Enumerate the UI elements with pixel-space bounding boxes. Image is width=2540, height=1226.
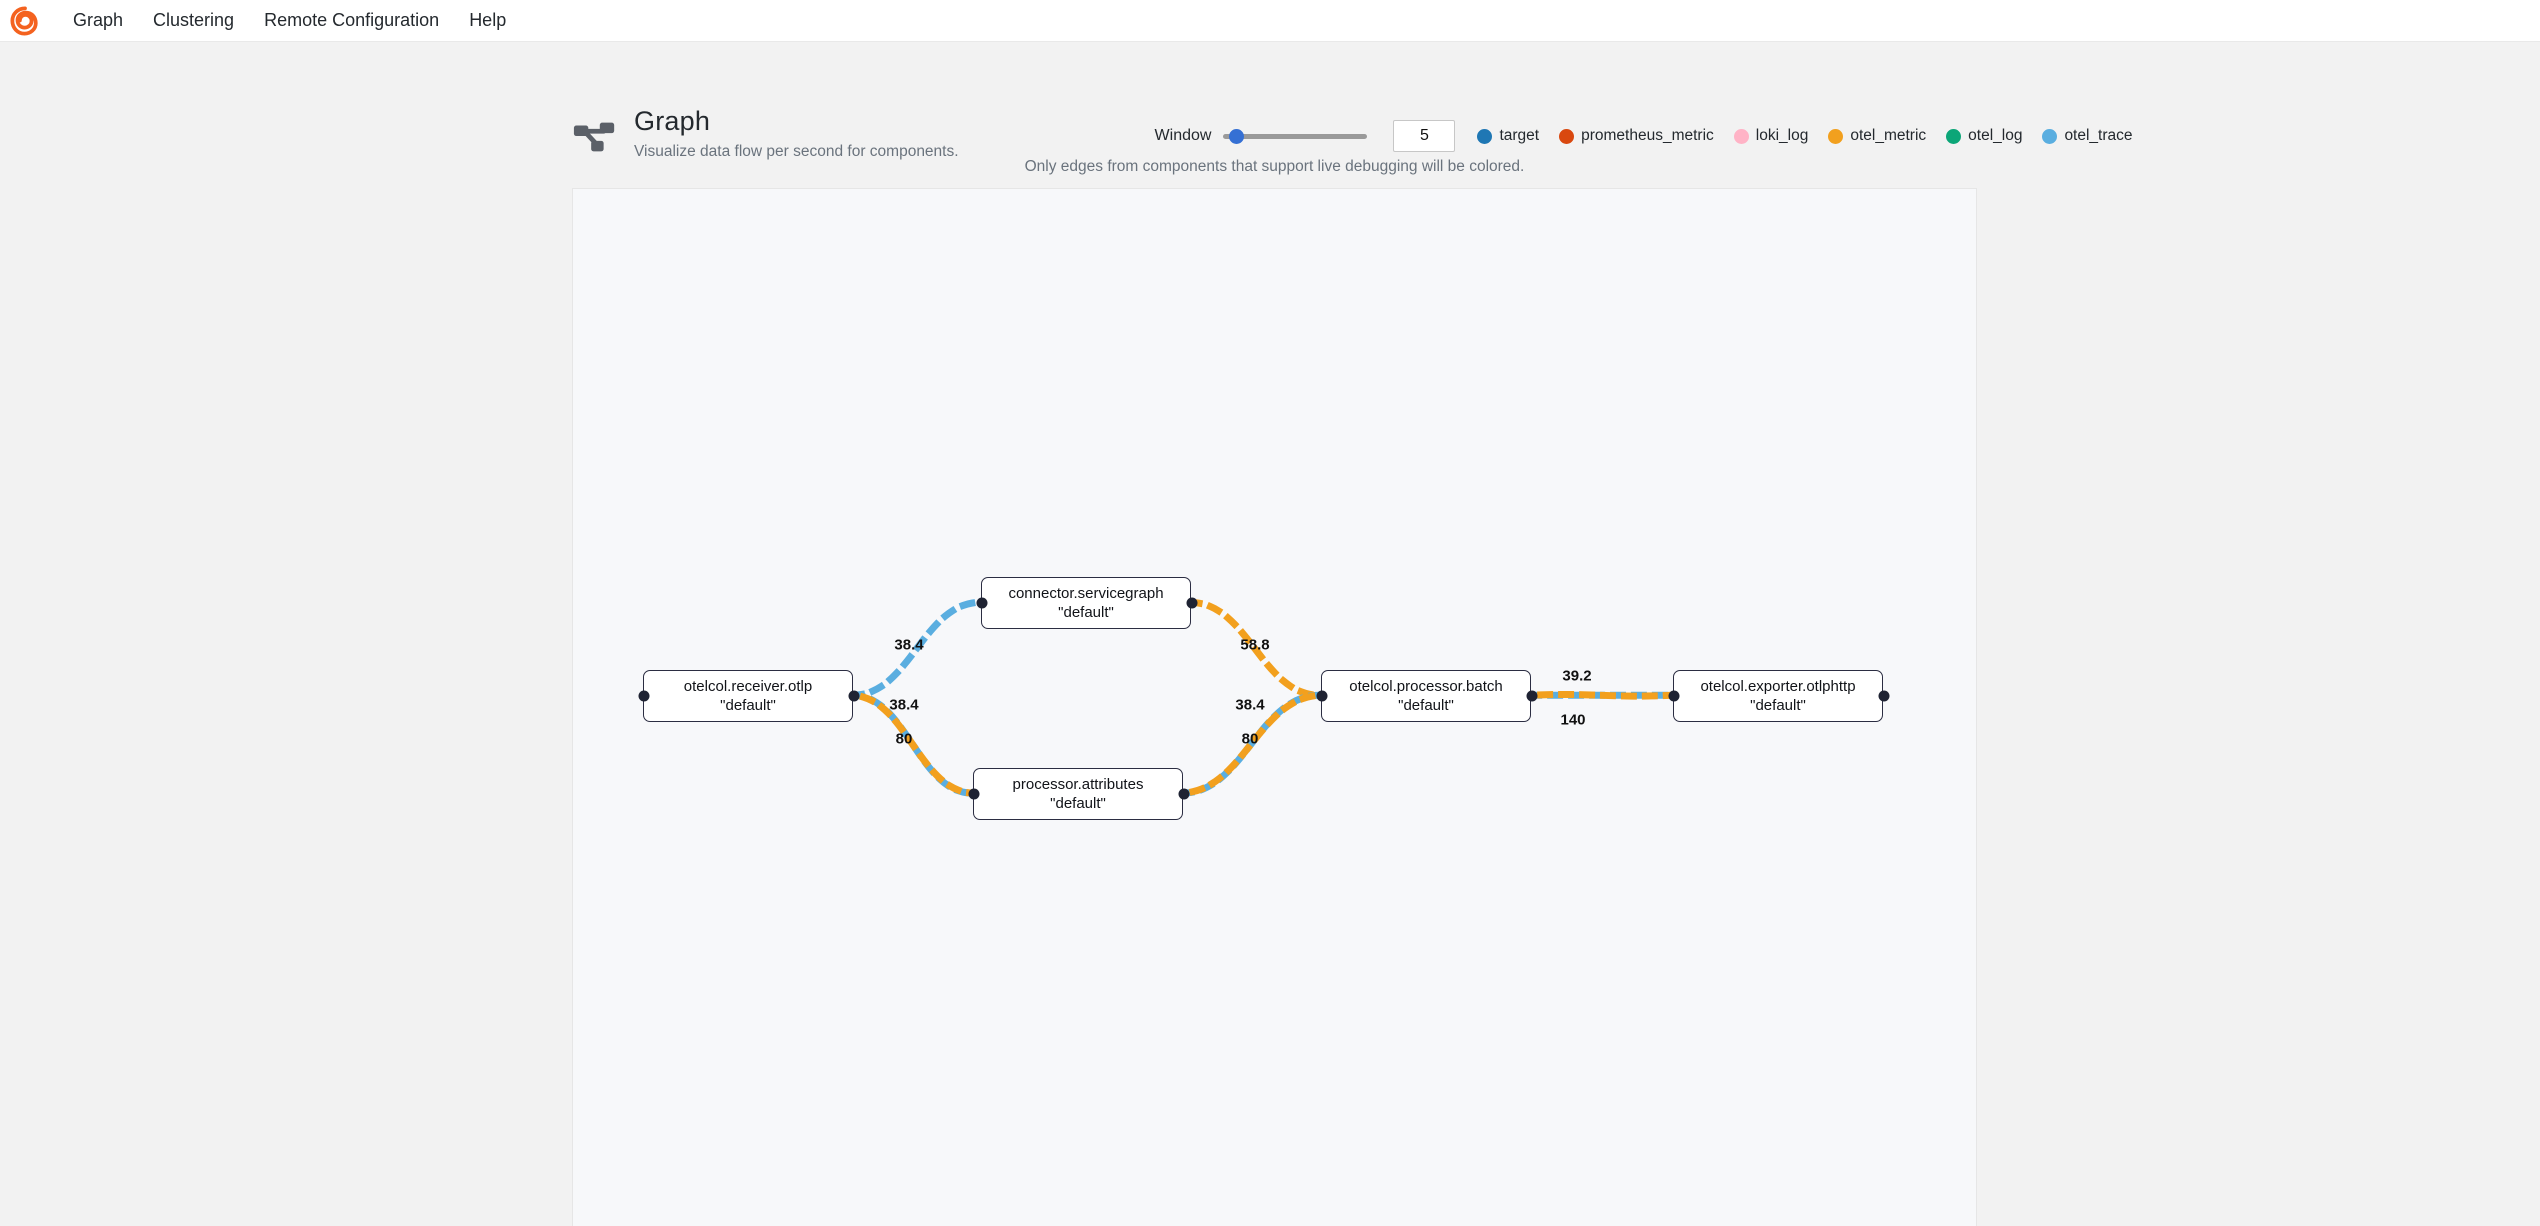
page-title: Graph (634, 106, 711, 136)
flow-node-label: "default" (720, 697, 776, 714)
node-handle-left[interactable] (1668, 690, 1680, 702)
legend-label-otel-log: otel_log (1968, 127, 2023, 144)
legend-item-otel-log[interactable]: otel_log (1946, 127, 2022, 145)
legend-dot-loki-log (1733, 128, 1749, 144)
flow-node-exporter[interactable]: otelcol.exporter.otlphttp "default" (1668, 670, 1890, 722)
flow-node-title: otelcol.processor.batch (1349, 677, 1503, 695)
nav-link-help[interactable]: Help (469, 10, 507, 30)
flow-node-label: "default" (1058, 604, 1114, 621)
edge-label: 38.4 (1235, 696, 1265, 714)
edge-label: 80 (1241, 730, 1259, 748)
window-value-input[interactable] (1393, 120, 1456, 152)
alloy-logo-icon[interactable] (10, 5, 40, 36)
graph-nodes-icon (573, 122, 615, 152)
live-debug-notice: Only edges from components that support … (1024, 158, 1525, 175)
edge-label: 80 (895, 730, 913, 748)
flow-node-label: "default" (1050, 795, 1106, 812)
legend-dot-otel-metric (1828, 128, 1844, 144)
flow-edge-receiver-to-attributes-otel_metric[interactable] (848, 691, 977, 797)
node-handle-right[interactable] (1526, 690, 1538, 702)
edge-label: 58.8 (1240, 636, 1270, 654)
nav-link-clustering[interactable]: Clustering (153, 10, 235, 30)
flow-node-batch[interactable]: otelcol.processor.batch "default" (1316, 670, 1538, 722)
flow-node-servicegraph[interactable]: connector.servicegraph "default" (976, 577, 1198, 629)
legend-label-otel-metric: otel_metric (1850, 127, 1927, 144)
flow-edge-receiver-to-servicegraph-otel_trace[interactable] (849, 598, 984, 699)
flow-node-title: connector.servicegraph (1008, 584, 1164, 602)
edge-label: 39.2 (1562, 667, 1592, 685)
legend-label-prometheus-metric: prometheus_metric (1581, 127, 1714, 144)
flow-edge-batch-to-exporter-otel_metric[interactable] (1525, 690, 1676, 700)
window-slider[interactable] (1223, 126, 1368, 146)
node-handle-right[interactable] (1178, 788, 1190, 800)
page-content: Graph Visualize data flow per second for… (572, 42, 2133, 1226)
node-handle-left[interactable] (968, 788, 980, 800)
flow-node-label: "default" (1398, 697, 1454, 714)
legend-dot-otel-trace (2042, 128, 2058, 144)
window-label: Window (1154, 127, 1212, 144)
slider-track (1223, 133, 1368, 139)
flow-edge-servicegraph-to-batch-otel_metric[interactable] (1186, 598, 1324, 699)
page-header: Graph Visualize data flow per second for… (572, 42, 2133, 160)
flow-node-title: otelcol.exporter.otlphttp (1700, 677, 1856, 695)
legend-dot-otel-log (1946, 128, 1962, 144)
legend-dot-target (1477, 128, 1493, 144)
flow-edges (848, 598, 1676, 797)
edge-label: 38.4 (889, 696, 919, 714)
node-handle-left[interactable] (976, 597, 988, 609)
flow-node-receiver[interactable]: otelcol.receiver.otlp "default" (638, 670, 860, 722)
page-subtitle: Visualize data flow per second for compo… (634, 143, 959, 161)
flow-canvas[interactable]: otelcol.receiver.otlp"default"connector.… (572, 188, 1977, 1226)
legend-item-prometheus-metric[interactable]: prometheus_metric (1559, 127, 1714, 145)
legend-item-loki-log[interactable]: loki_log (1733, 127, 1809, 145)
legend-label-otel-trace: otel_trace (2064, 127, 2133, 144)
node-handle-right[interactable] (1186, 597, 1198, 609)
flow-node-label: "default" (1750, 697, 1806, 714)
series-legend: target prometheus_metric loki_log otel_m… (1477, 127, 2152, 145)
header-controls: Window target prometheus_metric (1155, 120, 2153, 152)
node-handle-right[interactable] (1878, 690, 1890, 702)
edge-label: 140 (1560, 711, 1586, 729)
legend-label-target: target (1499, 127, 1540, 144)
legend-item-target[interactable]: target (1477, 127, 1539, 145)
legend-item-otel-trace[interactable]: otel_trace (2042, 127, 2133, 145)
flow-node-title: otelcol.receiver.otlp (683, 677, 813, 695)
node-handle-right[interactable] (848, 690, 860, 702)
edge-label: 38.4 (894, 636, 924, 654)
node-handle-left[interactable] (638, 690, 650, 702)
legend-label-loki-log: loki_log (1755, 127, 1809, 144)
top-navbar: Graph Clustering Remote Configuration He… (0, 0, 2540, 42)
nav-link-remote-configuration[interactable]: Remote Configuration (264, 10, 440, 30)
flow-node-attributes[interactable]: processor.attributes "default" (968, 768, 1190, 820)
nav-link-graph[interactable]: Graph (73, 10, 124, 30)
legend-dot-prometheus-metric (1559, 128, 1575, 144)
legend-item-otel-metric[interactable]: otel_metric (1828, 127, 1926, 145)
slider-thumb[interactable] (1229, 128, 1245, 144)
node-handle-left[interactable] (1316, 690, 1328, 702)
flow-node-title: processor.attributes (1012, 775, 1144, 793)
page-body: Graph Visualize data flow per second for… (0, 42, 2540, 1226)
flow-edge-attributes-to-batch-otel_metric[interactable] (1178, 691, 1324, 797)
